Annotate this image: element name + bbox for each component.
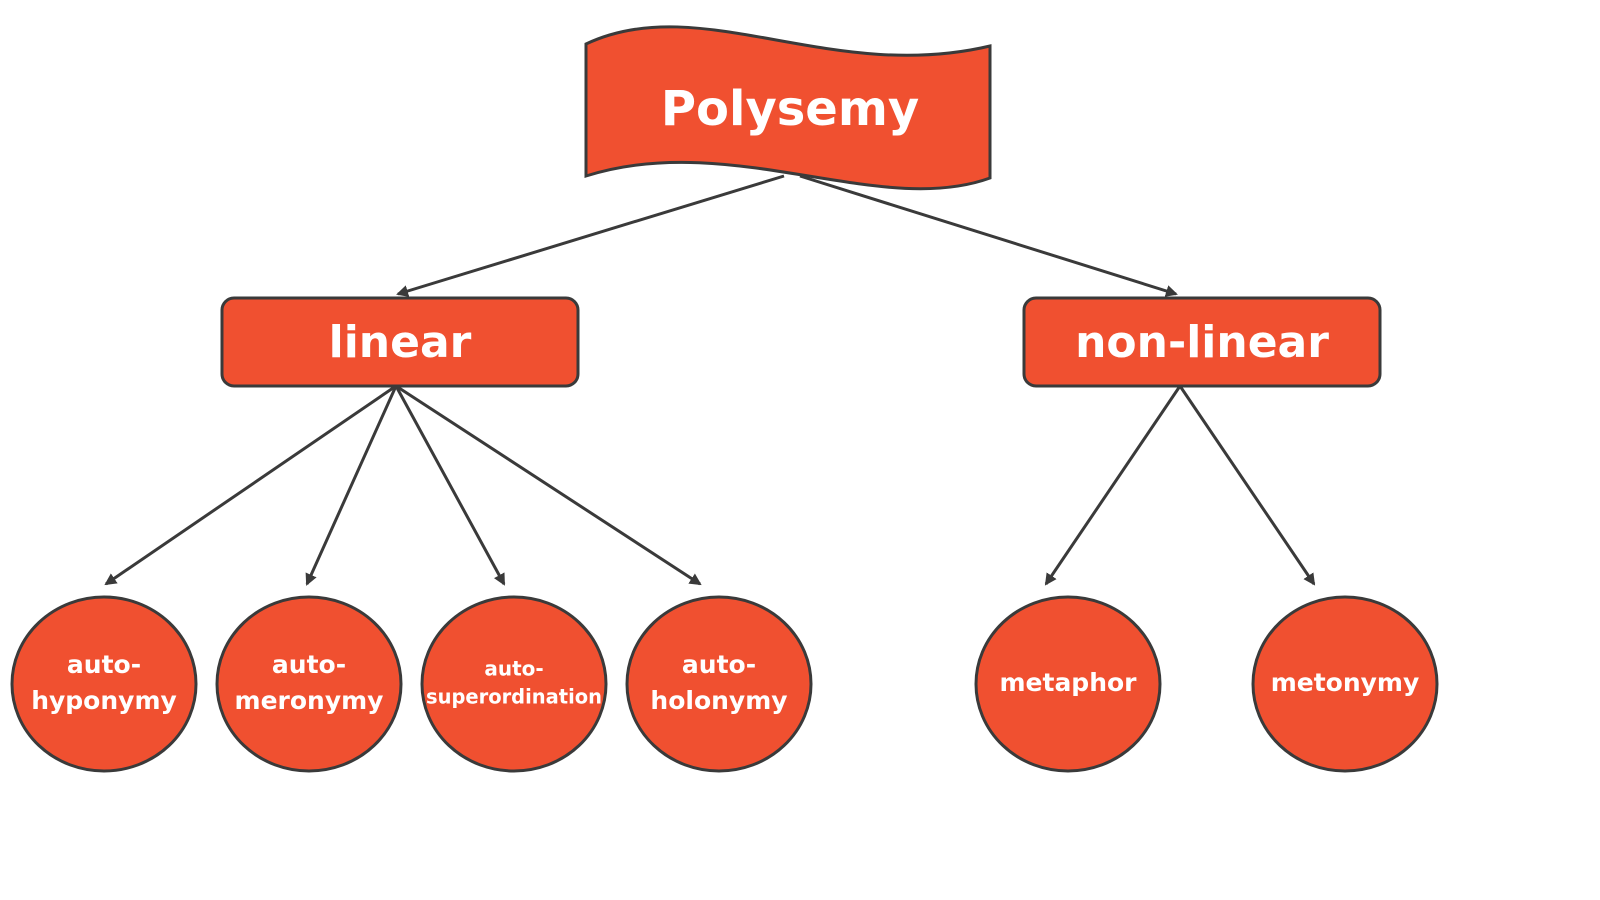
leaf-node-auto-holonymy: auto- holonymy [625, 595, 813, 773]
leaf-node-auto-hyponymy: auto- hyponymy [10, 595, 198, 773]
leaf-node-auto-meronymy: auto- meronymy [215, 595, 403, 773]
leaf-circle-metaphor [974, 595, 1162, 773]
leaf-circle-auto-holonymy [625, 595, 813, 773]
branch-box-linear [220, 296, 580, 388]
leaf-circle-auto-meronymy [215, 595, 403, 773]
branch-node-non-linear: non-linear [1022, 296, 1382, 388]
leaf-node-metonymy: metonymy [1251, 595, 1439, 773]
connector-linear-meronymy [305, 385, 398, 586]
leaf-line1-auto-meronymy: auto- [272, 650, 346, 679]
branch-label-linear: linear [329, 317, 472, 368]
leaf-line1-metonymy: metonymy [1271, 668, 1420, 697]
connector-root-linear [396, 174, 785, 297]
branch-box-non-linear [1022, 296, 1382, 388]
connector-root-non-linear [799, 174, 1178, 297]
leaf-line1-metaphor: metaphor [999, 668, 1137, 697]
connector-non-linear-metonymy [1178, 385, 1316, 586]
connector-linear-hyponymy [104, 384, 397, 586]
leaf-node-metaphor: metaphor [974, 595, 1162, 773]
leaf-line2-auto-meronymy: meronymy [235, 686, 384, 715]
leaf-line2-auto-superordination: superordination [426, 685, 602, 709]
leaf-line2-auto-holonymy: holonymy [650, 686, 787, 715]
leaf-line1-auto-hyponymy: auto- [67, 650, 141, 679]
leaf-circle-auto-superordination [420, 595, 608, 773]
connector-linear-holonymy [395, 384, 702, 586]
leaf-line2-auto-hyponymy: hyponymy [31, 686, 177, 715]
branch-label-non-linear: non-linear [1075, 317, 1329, 368]
leaf-line1-auto-holonymy: auto- [682, 650, 756, 679]
connector-non-linear-metaphor [1044, 385, 1182, 586]
root-node: Polysemy [584, 25, 992, 191]
leaf-circle-auto-hyponymy [10, 595, 198, 773]
leaf-circle-metonymy [1251, 595, 1439, 773]
connector-linear-superordination [394, 385, 506, 586]
leaf-line1-auto-superordination: auto- [484, 657, 543, 681]
root-label: Polysemy [661, 81, 919, 137]
branch-node-linear: linear [220, 296, 580, 388]
root-banner-shape [584, 25, 992, 191]
leaf-node-auto-superordination: auto- superordination [420, 595, 608, 773]
